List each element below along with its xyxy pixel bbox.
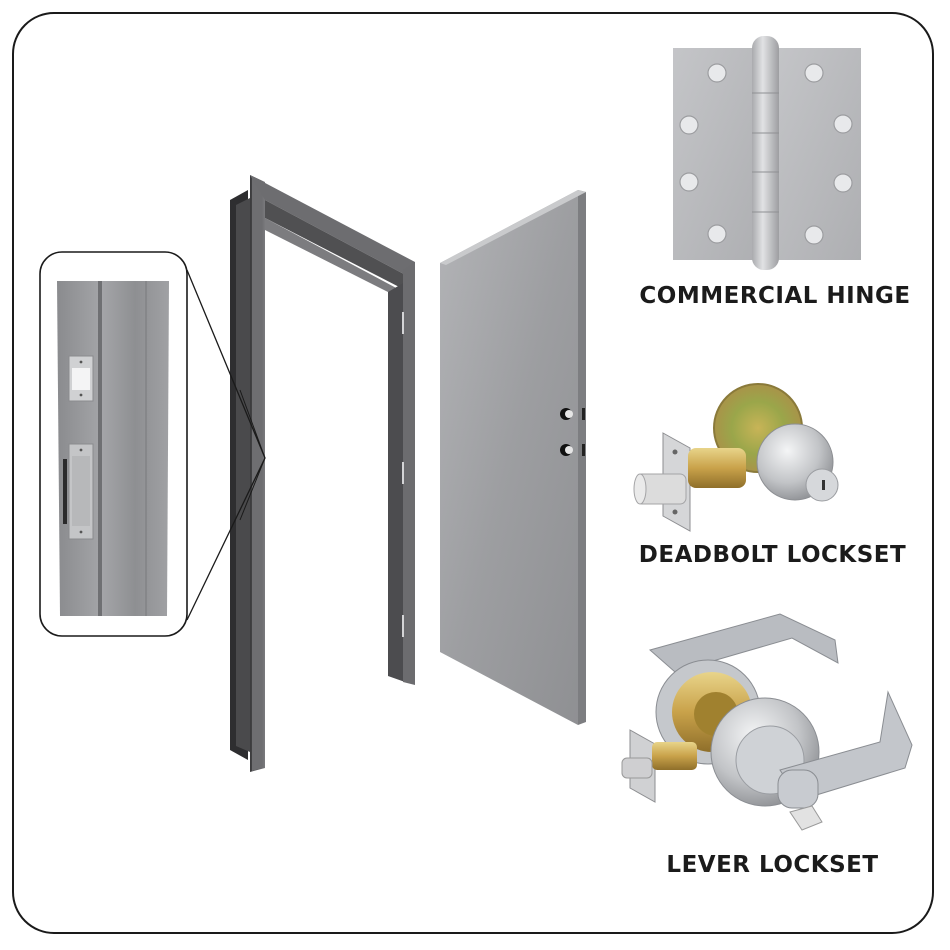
frame-detail-callout [39, 251, 266, 637]
caption-lever-lockset: LEVER LOCKSET [666, 852, 879, 878]
door-slab [440, 190, 586, 725]
lock-bores [560, 408, 585, 456]
door-frame [230, 175, 415, 772]
lever-lockset-icon [621, 613, 913, 831]
deadbolt-icon [633, 383, 839, 532]
caption-deadbolt-lockset: DEADBOLT LOCKSET [638, 542, 907, 568]
hinge-icon [673, 36, 861, 270]
caption-commercial-hinge: COMMERCIAL HINGE [639, 283, 911, 309]
